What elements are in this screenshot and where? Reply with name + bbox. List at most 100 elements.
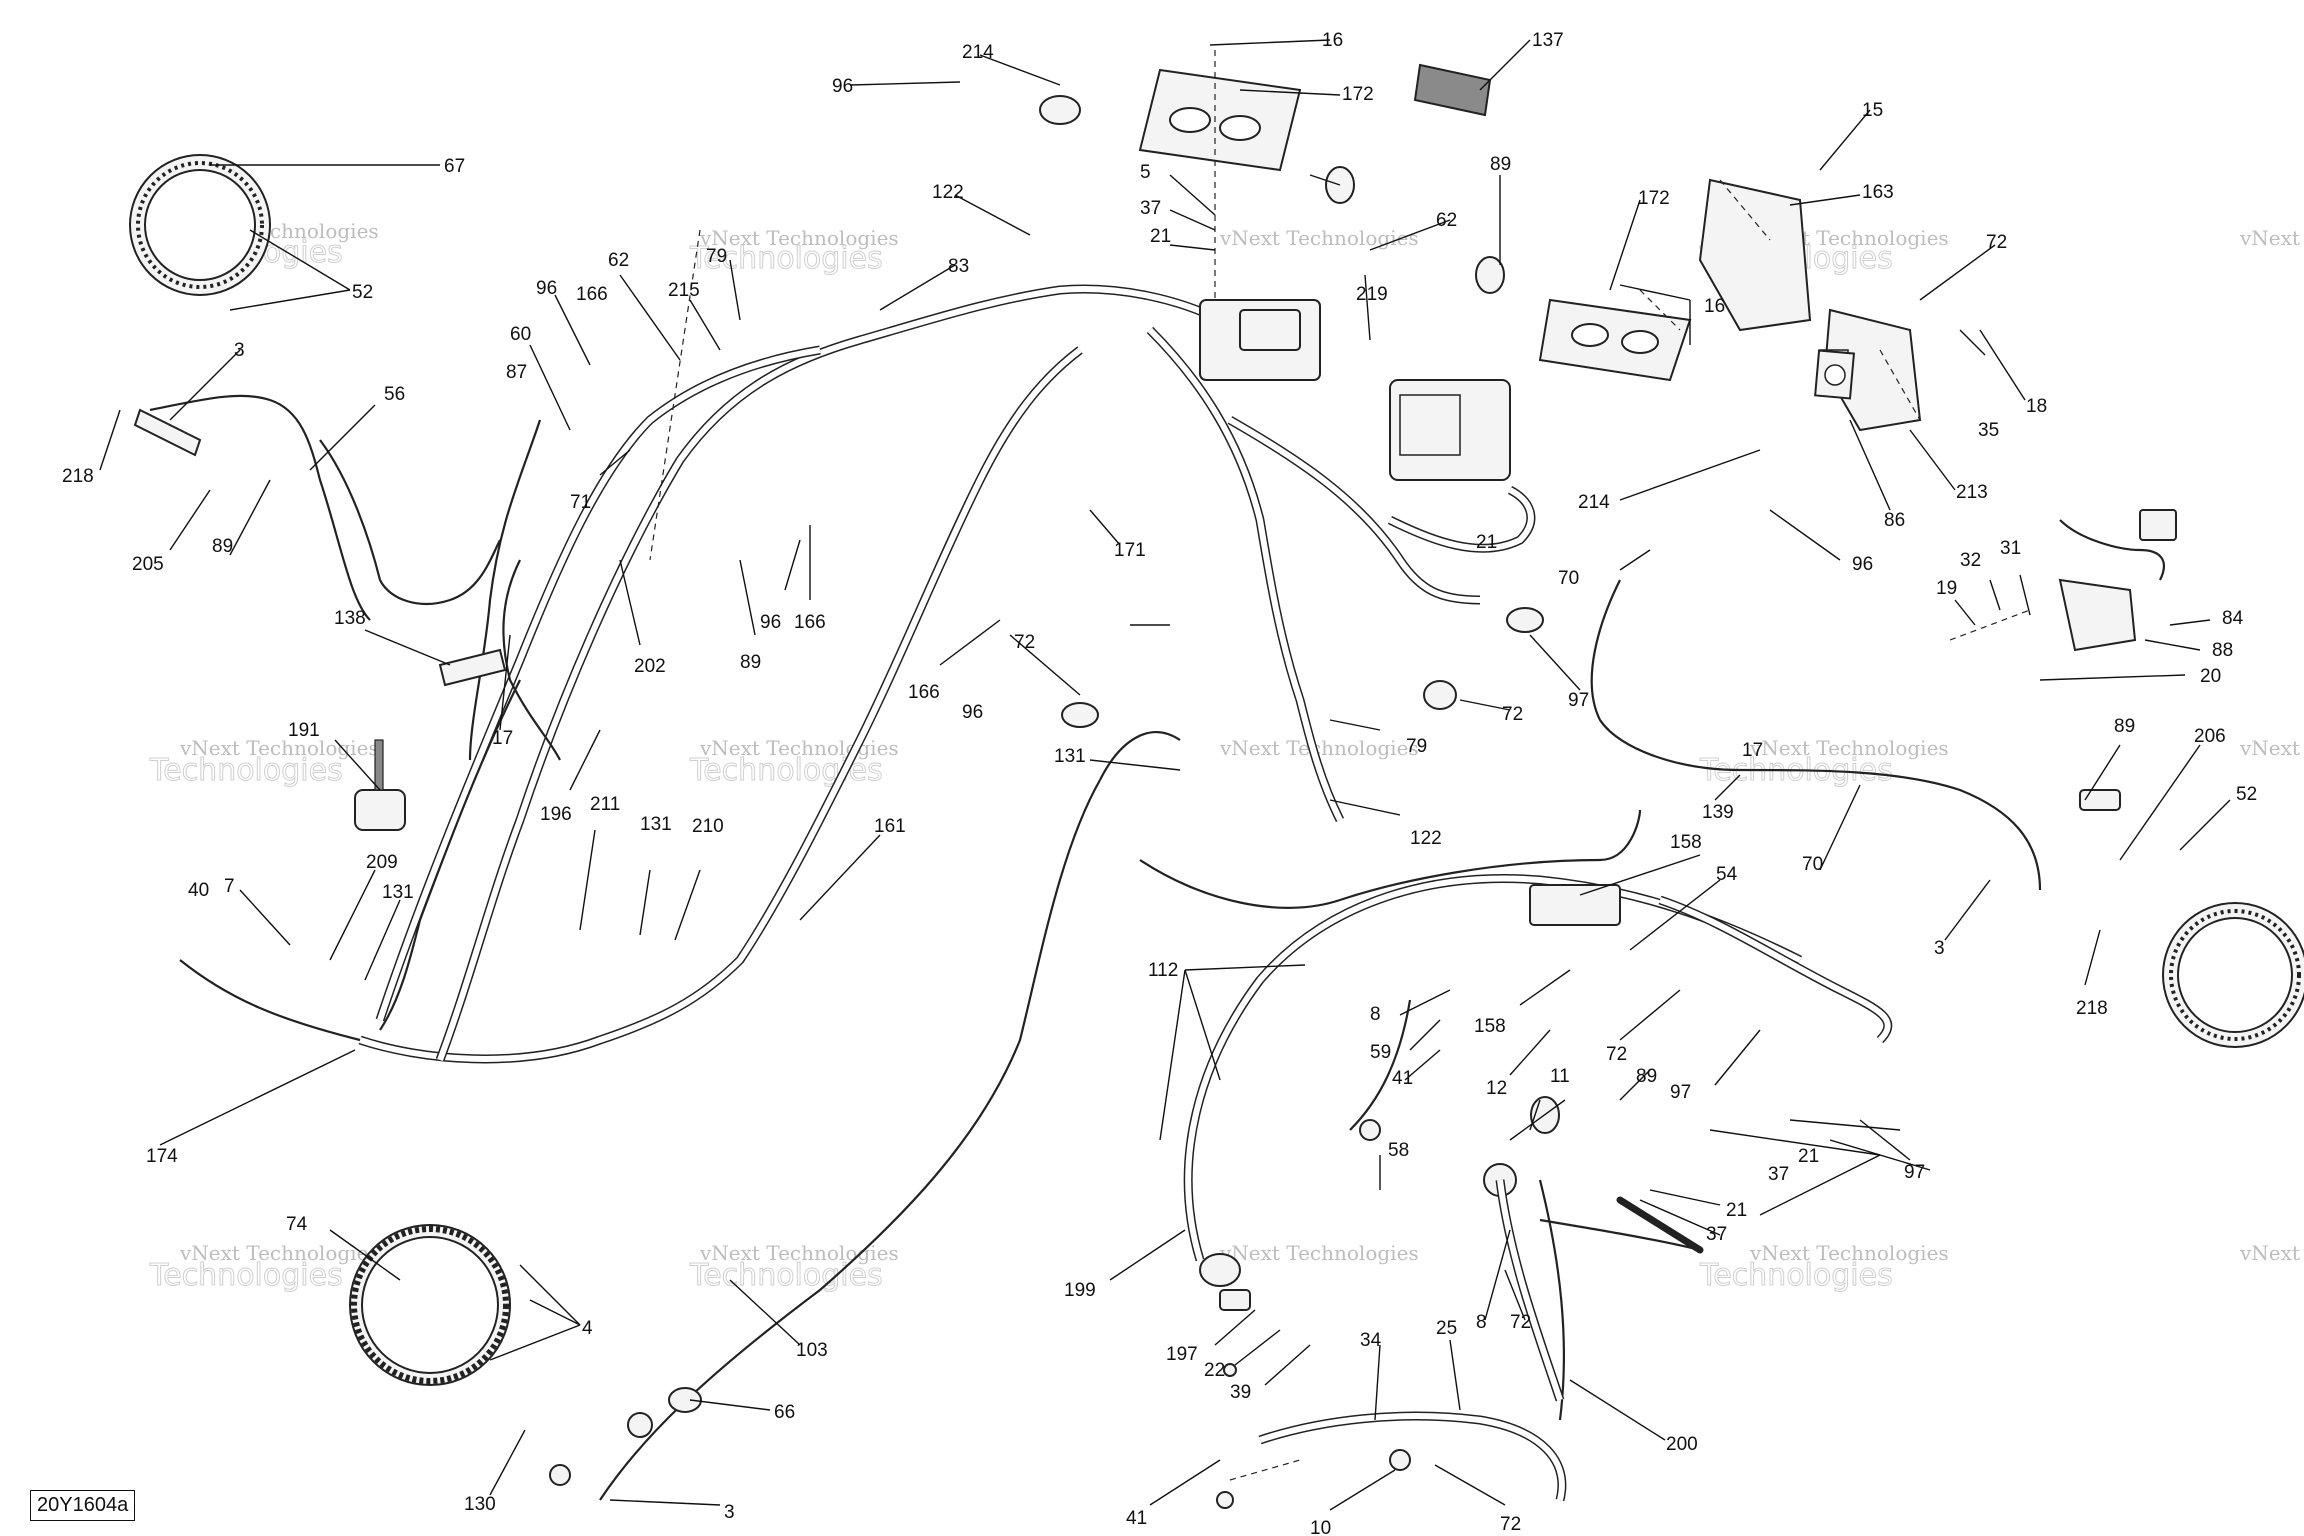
callout-label: 70: [1558, 568, 1579, 589]
connector-191: [354, 789, 406, 831]
callout-label: 103: [796, 1340, 828, 1361]
callout-label: 87: [506, 362, 527, 383]
callout-label: 41: [1126, 1508, 1147, 1529]
label-137: [1413, 63, 1492, 117]
callout-label: 3: [724, 1502, 735, 1523]
callout-label: 137: [1532, 30, 1564, 51]
callout-label: 70: [1802, 854, 1823, 875]
sensor-88: [2058, 578, 2137, 652]
callout-label: 7: [224, 876, 235, 897]
callout-label: 199: [1064, 1280, 1096, 1301]
callout-label: 131: [1054, 746, 1086, 767]
callout-label: 3: [1934, 938, 1945, 959]
callout-label: 40: [188, 880, 209, 901]
callout-label: 218: [2076, 998, 2108, 1019]
callout-label: 214: [1578, 492, 1610, 513]
callout-label: 19: [1936, 578, 1957, 599]
callout-label: 97: [1568, 690, 1589, 711]
callout-label: 96: [536, 278, 557, 299]
callout-label: 122: [932, 182, 964, 203]
callout-label: 202: [634, 656, 666, 677]
callout-label: 3: [234, 340, 245, 361]
watermark-text: vNext Technologies: [699, 226, 899, 250]
callout-label: 72: [1986, 232, 2007, 253]
callout-label: 130: [464, 1494, 496, 1515]
module-163: [1698, 178, 1812, 332]
bracket-205: [133, 408, 202, 457]
callout-label: 172: [1638, 188, 1670, 209]
callout-label: 96: [1852, 554, 1873, 575]
callout-label: 96: [962, 702, 983, 723]
callout-label: 122: [1410, 828, 1442, 849]
callout-label: 15: [1862, 100, 1883, 121]
callout-label: 161: [874, 816, 906, 837]
callout-label: 8: [1476, 1312, 1487, 1333]
callout-label: 197: [1166, 1344, 1198, 1365]
callout-label: 8: [1370, 1004, 1381, 1025]
callout-label: 31: [2000, 538, 2021, 559]
callout-label: 139: [1702, 802, 1734, 823]
callout-label: 200: [1666, 1434, 1698, 1455]
svg-text:Technologies: Technologies: [1699, 1258, 1893, 1293]
callout-label: 32: [1960, 550, 1981, 571]
clip-214: [1039, 95, 1081, 125]
callout-label: 209: [366, 852, 398, 873]
watermark-text: vNext Technologies: [1219, 226, 1419, 250]
callout-label: 17: [1742, 740, 1763, 761]
watermark-text: vNext Technologies: [2239, 226, 2304, 250]
callout-label: 16: [1322, 30, 1343, 51]
callout-label: 16: [1704, 296, 1725, 317]
callout-label: 191: [288, 720, 320, 741]
components: [129, 50, 2304, 1509]
callout-label: 219: [1356, 284, 1388, 305]
callout-label: 210: [692, 816, 724, 837]
callout-label: 166: [908, 682, 940, 703]
callout-label: 97: [1670, 1082, 1691, 1103]
callout-label: 158: [1670, 832, 1702, 853]
callout-label: 72: [1014, 632, 1035, 653]
callout-label: 66: [774, 1402, 795, 1423]
callout-label: 34: [1360, 1330, 1382, 1351]
svg-text:Technologies: Technologies: [689, 241, 883, 276]
clip-66: [668, 1387, 702, 1413]
watermark-text: vNext Technologies: [1749, 736, 1949, 760]
clip-72: [1423, 680, 1457, 710]
clip-199: [1199, 1253, 1241, 1287]
callout-label: 131: [382, 882, 414, 903]
callout-label: 211: [590, 794, 620, 815]
watermark-text: vNext Technologies: [699, 736, 899, 760]
clip-72: [1061, 702, 1099, 728]
callout-label: 72: [1606, 1044, 1627, 1065]
callout-label: 72: [1510, 1312, 1531, 1333]
watermark-text: vNext Technologies: [2239, 736, 2304, 760]
watermark-text: vNext Technologies: [699, 1241, 899, 1265]
callout-label: 79: [706, 246, 727, 267]
callout-label: 39: [1230, 1382, 1251, 1403]
watermark-text: vNext Technologies: [179, 736, 379, 760]
callout-label: 79: [1406, 736, 1427, 757]
callout-label: 22: [1204, 1360, 1225, 1381]
clip-97: [1506, 607, 1544, 633]
callout-label: 96: [760, 612, 781, 633]
main-wiring-harness: [149, 284, 2165, 1502]
callout-label: 138: [334, 608, 366, 629]
callout-label: 214: [962, 42, 994, 63]
callout-label: 215: [668, 280, 700, 301]
callout-label: 83: [948, 256, 969, 277]
leader-lines: [99, 39, 2231, 1511]
callout-label: 86: [1884, 510, 1905, 531]
watermark-text: vNext Technologies: [2239, 1241, 2304, 1265]
callout-label: 20: [2200, 666, 2221, 687]
callout-label: 166: [794, 612, 826, 633]
callout-label: 74: [286, 1214, 308, 1235]
watermark-text: vNext Technologies: [179, 1241, 379, 1265]
bracket-172-top: [1138, 68, 1302, 172]
callout-label: 56: [384, 384, 405, 405]
callout-label: 21: [1476, 532, 1497, 553]
svg-text:Technologies: Technologies: [689, 1258, 883, 1293]
callout-label: 158: [1474, 1016, 1506, 1037]
callout-label: 89: [2114, 716, 2135, 737]
svg-text:Technologies: Technologies: [149, 753, 343, 788]
callout-label: 171: [1114, 540, 1146, 561]
